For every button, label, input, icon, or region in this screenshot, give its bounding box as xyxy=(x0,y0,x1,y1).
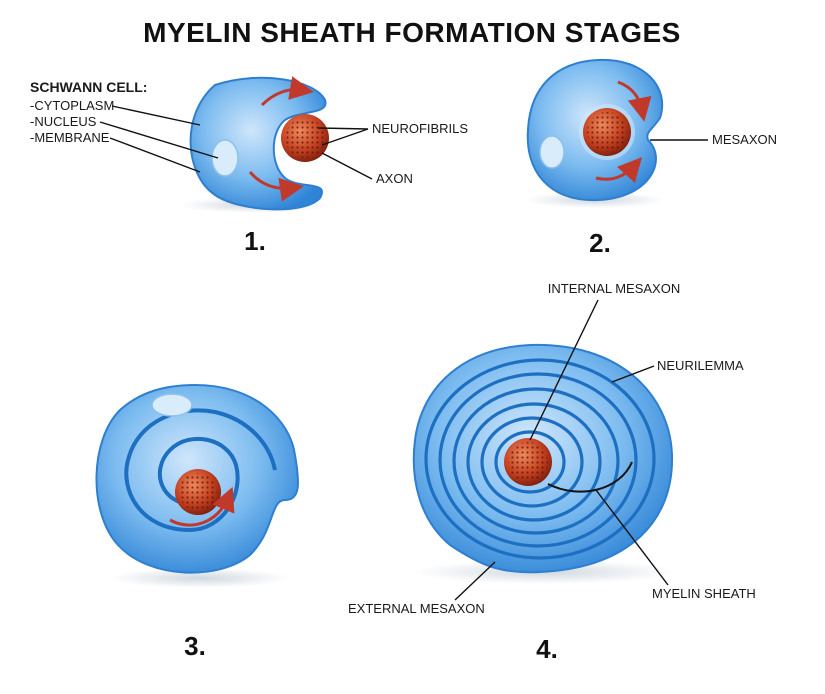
membrane-leader xyxy=(109,137,201,173)
stage-3-arrow xyxy=(169,486,235,527)
stage-2-nucleus xyxy=(539,135,565,169)
stage-4-myelin-layers xyxy=(424,358,656,560)
myelin-sheath-label: MYELIN SHEATH xyxy=(652,586,756,601)
stage-4 xyxy=(412,343,675,584)
external-mesaxon-leader xyxy=(454,561,496,601)
mesaxon-label: MESAXON xyxy=(712,132,777,147)
stage-2-arrow-bottom xyxy=(595,157,643,183)
neurilemma-leader xyxy=(611,365,655,383)
schwann-cytoplasm-label: -CYTOPLASM xyxy=(30,98,114,113)
cytoplasm-leader xyxy=(111,105,201,126)
axon-label: AXON xyxy=(376,171,413,186)
stage-3 xyxy=(95,383,299,588)
myelin-layer xyxy=(466,402,602,522)
page-title: MYELIN SHEATH FORMATION STAGES xyxy=(143,17,681,48)
neurofibrils-leader xyxy=(317,127,369,146)
myelin-sheath-leader xyxy=(595,489,669,586)
myelin-layer xyxy=(452,387,620,535)
schwann-cell-heading: SCHWANN CELL: xyxy=(30,79,147,95)
stage-1-number: 1. xyxy=(244,226,266,256)
nucleus-leader xyxy=(99,121,219,159)
stage-3-spiral xyxy=(124,408,277,533)
neurofibrils-label: NEUROFIBRILS xyxy=(372,121,468,136)
internal-mesaxon-label: INTERNAL MESAXON xyxy=(548,281,680,296)
stage-1-arrow-bottom xyxy=(248,170,304,202)
stage-4-number: 4. xyxy=(536,634,558,664)
external-mesaxon-label: EXTERNAL MESAXON xyxy=(348,601,485,616)
stage-3-nucleus xyxy=(151,393,193,417)
schwann-nucleus-label: -NUCLEUS xyxy=(30,114,97,129)
myelin-layer xyxy=(494,430,566,494)
axon-leader xyxy=(321,152,373,180)
stage-3-shadow xyxy=(110,568,290,588)
stage-1-nucleus xyxy=(211,139,239,177)
stage-1-neurofibrils xyxy=(285,118,325,158)
internal-mesaxon-leader xyxy=(529,299,599,441)
myelin-layer xyxy=(480,416,584,508)
stage-2-arrow-top xyxy=(617,80,652,122)
stage-2 xyxy=(525,58,665,208)
stage-1-arrow-top xyxy=(260,76,314,107)
myelin-layer xyxy=(438,372,638,548)
stage-3-neurofibrils xyxy=(179,473,217,511)
schwann-membrane-label: -MEMBRANE xyxy=(30,130,110,145)
myelin-sheath-bracket xyxy=(547,461,633,493)
myelin-layer xyxy=(424,358,656,560)
stage-4-neurofibrils xyxy=(508,442,548,482)
stage-1 xyxy=(180,76,330,213)
stage-2-number: 2. xyxy=(589,228,611,258)
stage-2-neurofibrils xyxy=(587,112,627,152)
neurilemma-label: NEURILEMMA xyxy=(657,358,744,373)
stage-3-number: 3. xyxy=(184,631,206,661)
